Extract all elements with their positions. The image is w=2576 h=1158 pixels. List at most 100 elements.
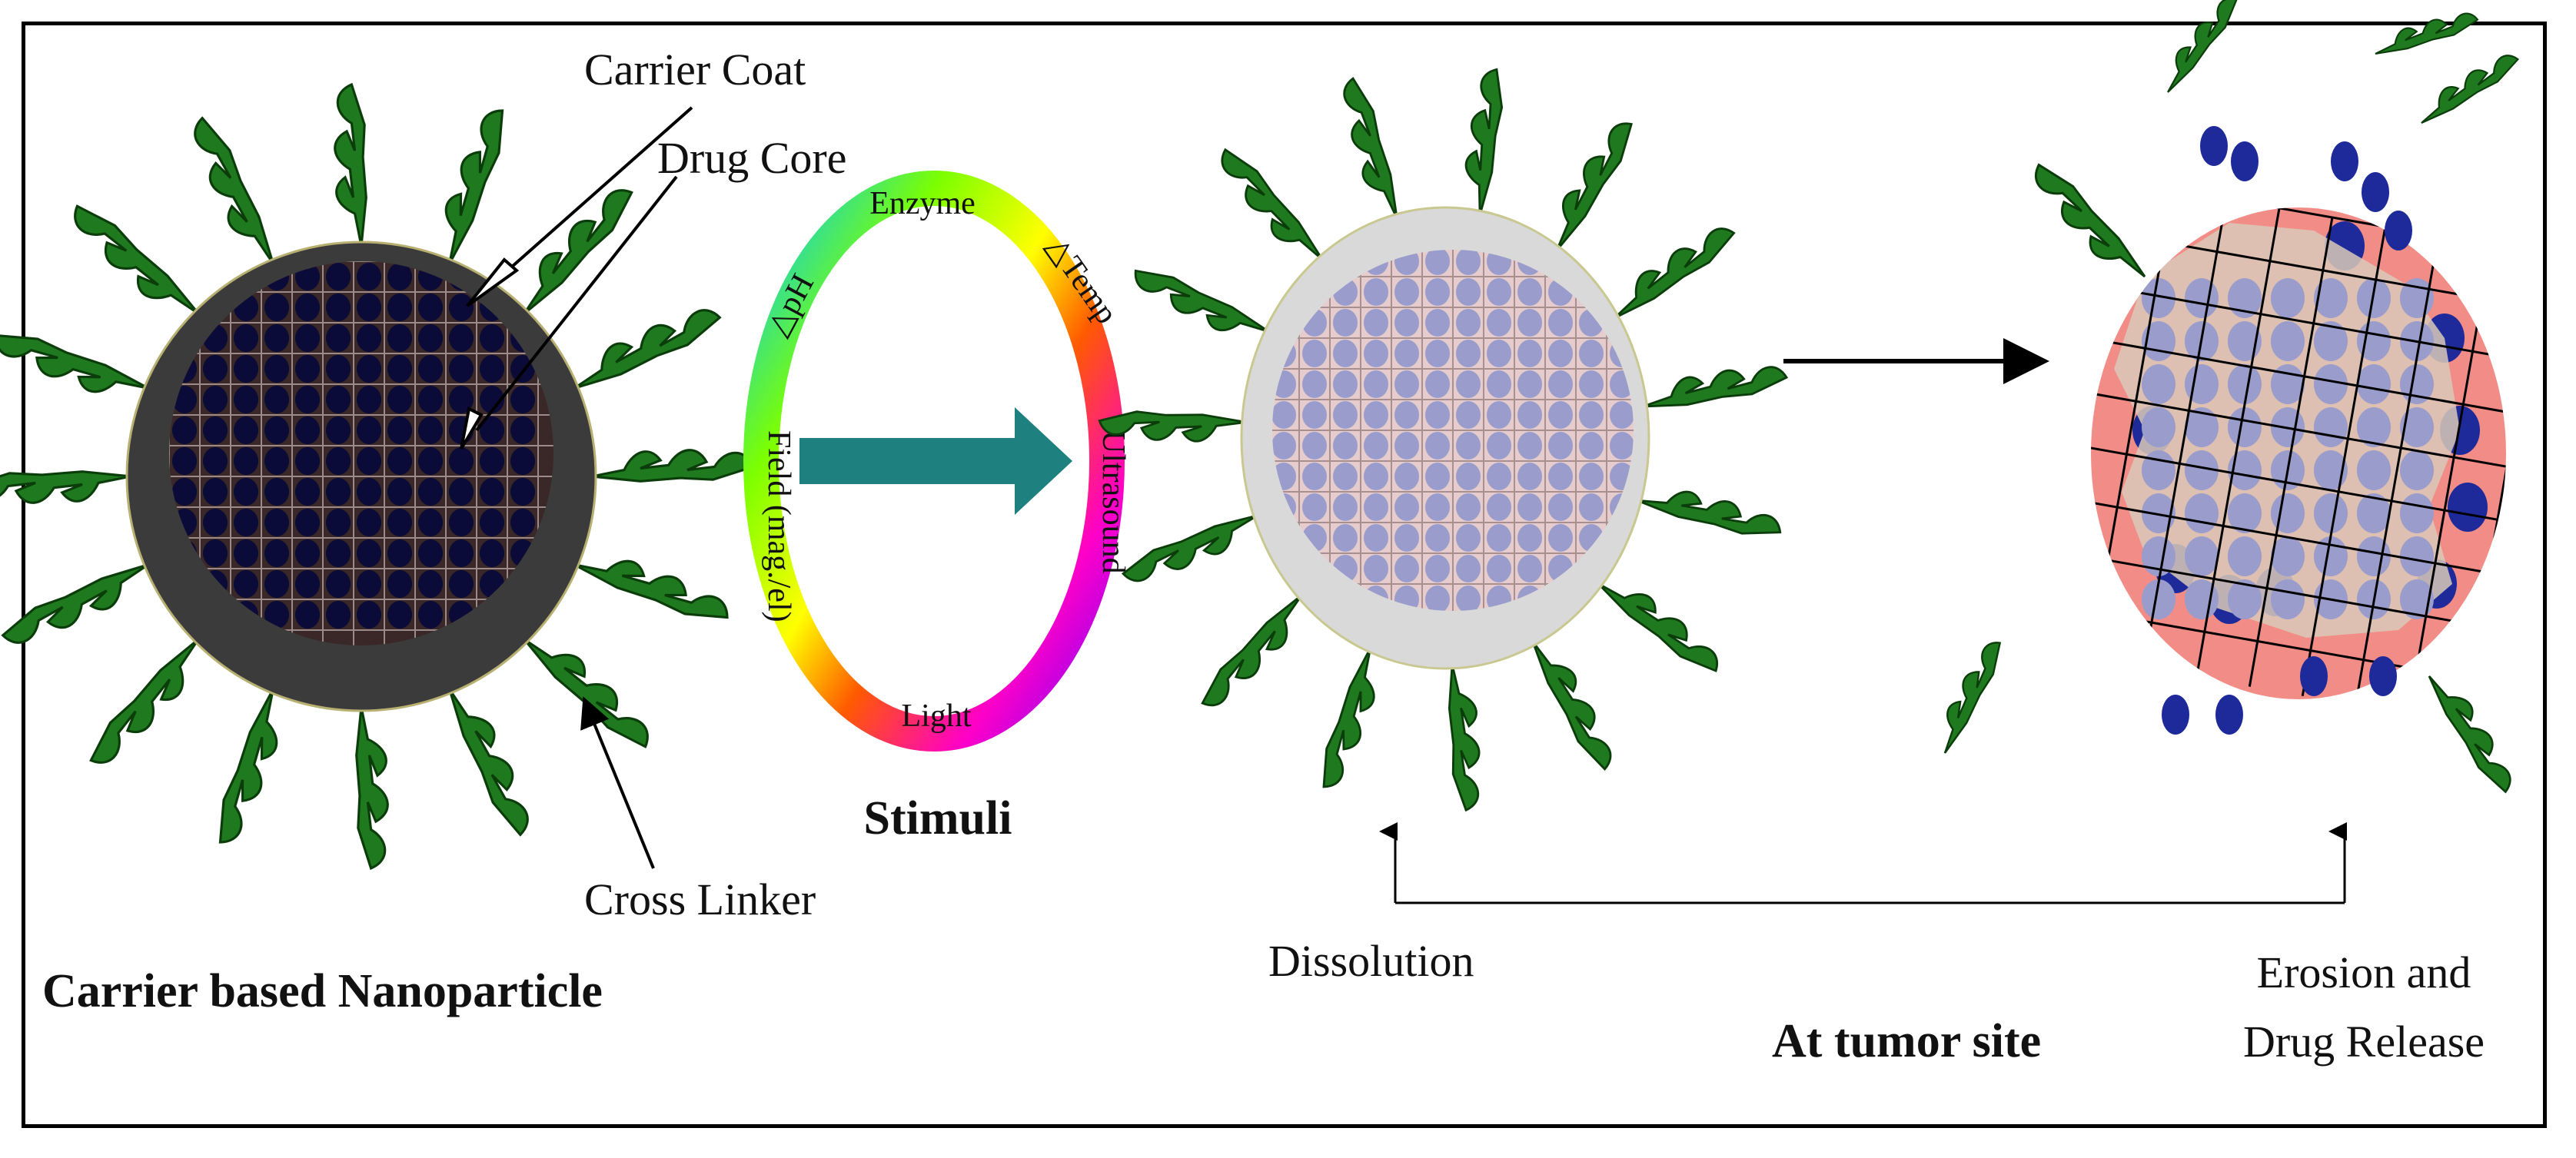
drug-particle: [1364, 432, 1388, 460]
cross-linker: [1531, 641, 1612, 771]
cross-linker-blade: [1343, 77, 1398, 219]
drug-particle: [264, 386, 289, 413]
drug-particle: [387, 324, 412, 352]
drug-particle: [1302, 493, 1327, 521]
drug-particle: [2271, 579, 2305, 619]
free-drug: [2362, 172, 2389, 212]
cross-linker-blade: [1556, 122, 1633, 251]
drug-particle: [2228, 493, 2262, 533]
cross-linker: [0, 470, 131, 504]
drug-particle: [357, 355, 381, 383]
drug-particle: [1364, 555, 1388, 582]
drug-particle: [1456, 493, 1481, 521]
stimulus-enzyme: Enzyme: [869, 186, 976, 221]
label-carrier-coat: Carrier Coat: [584, 45, 806, 95]
drug-particle: [1610, 401, 1634, 429]
cross-linker: [2421, 55, 2520, 124]
drug-particle: [387, 478, 412, 506]
label-erosion: Erosion and: [2257, 947, 2471, 997]
free-drug: [2231, 141, 2259, 181]
cross-linker: [1597, 582, 1718, 672]
cross-linker: [1614, 227, 1736, 319]
drug-particle: [418, 447, 443, 475]
drug-particle: [1548, 340, 1573, 367]
drug-particle: [2142, 579, 2175, 619]
drug-particle: [2185, 450, 2219, 490]
drug-particle: [1302, 401, 1327, 429]
cross-linker: [573, 559, 729, 619]
grid-line: [2091, 496, 2506, 579]
drug-particle: [2185, 579, 2219, 619]
cross-linker-blade: [573, 309, 722, 390]
cross-linker: [194, 116, 274, 264]
drug-particle: [449, 294, 474, 321]
drug-particle: [1425, 401, 1450, 429]
drug-particle: [326, 601, 351, 629]
drug-particle: [1333, 340, 1358, 367]
drug-particle: [264, 601, 289, 629]
drug-particle: [1456, 401, 1481, 429]
drug-particle: [203, 355, 228, 383]
drug-particle: [1333, 463, 1358, 490]
drug-particle: [326, 570, 351, 598]
cross-linker-blade: [1221, 148, 1324, 260]
drug-particle: [2142, 536, 2175, 576]
carrier-coat-pointer: [490, 106, 693, 286]
drug-particle: [387, 570, 412, 598]
drug-particle: [1579, 463, 1604, 490]
drug-particle: [1425, 555, 1450, 582]
drug-particle: [264, 447, 289, 475]
cross-linker: [1, 563, 149, 644]
label-cross-linker: Cross Linker: [584, 874, 816, 924]
grid-line: [2091, 549, 2506, 632]
drug-particle: [2357, 536, 2391, 576]
drug-particle: [449, 386, 474, 413]
drug-particle: [1394, 278, 1419, 306]
drug-particle: [234, 324, 258, 352]
drug-particle: [2314, 364, 2348, 404]
drug-particle: [1425, 432, 1450, 460]
drug-particle: [1425, 493, 1450, 521]
drug-particle: [326, 355, 351, 383]
cross-linker-blade: [2421, 55, 2520, 124]
drug-particle: [1394, 432, 1419, 460]
drug-particle: [510, 386, 535, 413]
drug-particle: [2142, 450, 2175, 490]
drug-particle: [1487, 309, 1511, 337]
cross-linker-blade: [591, 449, 756, 483]
cross-linker: [1121, 514, 1258, 582]
cross-linker: [1201, 594, 1303, 707]
drug-particle: [1517, 524, 1542, 552]
drug-particle: [2228, 278, 2262, 318]
cross-linker: [1343, 77, 1398, 219]
stimuli-arrow: [799, 407, 1072, 515]
drug-particle: [357, 539, 381, 567]
cross-linker-blade: [1943, 642, 2002, 754]
drug-particle: [1272, 432, 1296, 460]
drug-particle: [1425, 309, 1450, 337]
drug-particle: [1394, 340, 1419, 367]
cross-linker-blade: [74, 204, 200, 315]
drug-particle: [510, 509, 535, 536]
cross-linker-blade: [1134, 269, 1270, 333]
cross-linker-blade: [2375, 12, 2479, 55]
grid-line: [2195, 207, 2281, 678]
drug-particle: [1517, 340, 1542, 367]
drug-particle: [1364, 524, 1388, 552]
drug-particle: [449, 447, 474, 475]
cross-linker-blade: [1448, 664, 1481, 812]
drug-particle: [357, 324, 381, 352]
cross-linker: [1637, 490, 1782, 535]
free-drug: [2200, 126, 2228, 166]
drug-particle: [1364, 309, 1388, 337]
drug-particle: [1487, 401, 1511, 429]
grid-line: [2142, 207, 2228, 669]
drug-particle: [387, 447, 412, 475]
drug-core-pointer: [475, 175, 678, 432]
drug-particle: [1456, 278, 1481, 306]
cross-linker: [1098, 410, 1246, 443]
label-drug-core: Drug Core: [657, 133, 846, 183]
grid-line: [2354, 236, 2440, 699]
drug-particle: [1425, 463, 1450, 490]
drug-particle: [2314, 321, 2348, 361]
